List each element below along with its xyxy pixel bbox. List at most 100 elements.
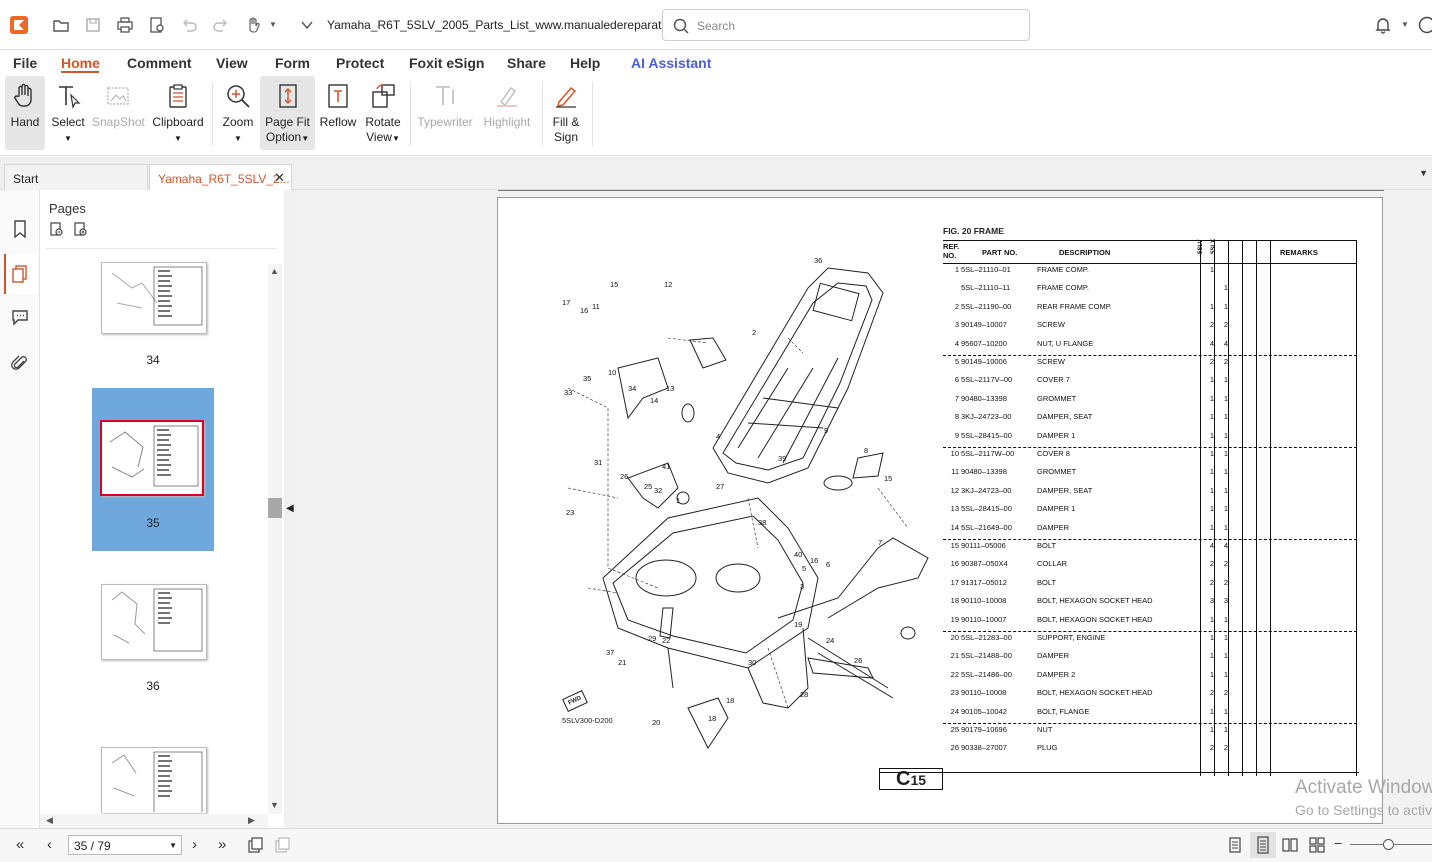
page-number-input[interactable]: 35 / 79 ▼: [68, 835, 182, 855]
diagram-callout: 11: [592, 302, 600, 311]
pen-sign-icon: [552, 82, 580, 110]
tab-start-label: Start: [13, 172, 39, 186]
scroll-up-icon[interactable]: ▲: [270, 266, 279, 276]
row-qty-5slx: 1: [1223, 467, 1228, 477]
search-input[interactable]: Search: [662, 9, 1030, 41]
left-navigation-rail: [0, 190, 40, 828]
row-qty-5slv: 2: [1209, 688, 1214, 698]
collapse-panel-icon[interactable]: ◀: [286, 503, 294, 514]
page-select-chevron-icon[interactable]: ▼: [169, 841, 177, 850]
print-icon[interactable]: [116, 16, 134, 34]
menu-protect[interactable]: Protect: [336, 55, 385, 71]
diagram-callout: 18: [708, 714, 717, 723]
row-qty-5slx: 1: [1223, 301, 1228, 311]
dropdown-arrow-icon[interactable]: [298, 16, 316, 34]
page-thumbnail-35[interactable]: [100, 420, 204, 496]
row-ref-no: 24: [950, 706, 959, 716]
bell-icon[interactable]: [1374, 16, 1392, 34]
hand-tool-button[interactable]: Hand: [5, 76, 45, 150]
page-zoom-out-icon[interactable]: [49, 222, 65, 243]
next-page-icon[interactable]: ›: [192, 836, 197, 853]
zoom-button[interactable]: Zoom▼: [218, 76, 258, 150]
row-ref-no: 6: [954, 375, 959, 385]
table-vrule: [1200, 240, 1201, 776]
fill-and-sign-button[interactable]: Fill &Sign: [546, 76, 586, 150]
scroll-right-icon[interactable]: ▶: [248, 815, 255, 825]
continuous-facing-view-icon[interactable]: [1308, 836, 1326, 859]
page-zoom-in-icon[interactable]: [73, 222, 89, 243]
snapshot-button[interactable]: SnapShot: [92, 76, 145, 150]
menu-foxit-esign[interactable]: Foxit eSign: [409, 55, 485, 71]
row-part-no: 90105–10042: [961, 706, 1007, 716]
zoom-slider-handle[interactable]: [1383, 839, 1394, 850]
notification-menu-chevron-icon[interactable]: ▼: [1401, 20, 1409, 29]
bookmark-icon[interactable]: [10, 219, 30, 239]
save-icon[interactable]: [84, 16, 102, 34]
menu-share[interactable]: Share: [507, 55, 546, 71]
row-qty-5slx: 2: [1223, 743, 1228, 753]
tab-document[interactable]: Yamaha_R6T_5SLV_2... ✕: [149, 164, 292, 190]
menu-comment[interactable]: Comment: [127, 55, 192, 71]
diagram-callout: 15: [884, 474, 893, 483]
last-page-icon[interactable]: »: [218, 836, 227, 853]
menu-home[interactable]: Home: [61, 55, 100, 71]
single-page-view-icon[interactable]: [1226, 836, 1244, 859]
zoom-out-icon[interactable]: −: [1334, 835, 1343, 851]
page-thumbnail-34[interactable]: [101, 262, 207, 334]
pages-panel-icon[interactable]: [10, 264, 30, 284]
row-part-no: 5SL–28415–00: [961, 430, 1012, 440]
menu-ai-assistant[interactable]: AI Assistant: [631, 55, 712, 71]
diagram-callout: 32: [654, 486, 663, 495]
open-folder-icon[interactable]: [52, 16, 70, 34]
diagram-callout: 2: [752, 328, 757, 337]
scroll-down-icon[interactable]: ▼: [270, 800, 279, 810]
panel-scroll-thumb[interactable]: [268, 498, 282, 518]
undo-icon[interactable]: [180, 16, 198, 34]
scan-icon[interactable]: [148, 16, 166, 34]
fit-width-icon[interactable]: [273, 836, 291, 859]
comments-icon[interactable]: [10, 307, 30, 327]
tab-start[interactable]: Start: [4, 164, 148, 190]
reflow-button[interactable]: Reflow: [318, 76, 358, 150]
row-ref-no: 5: [954, 357, 959, 366]
account-icon[interactable]: [1418, 16, 1432, 34]
attachment-icon[interactable]: [10, 354, 30, 374]
scroll-left-icon[interactable]: ◀: [46, 815, 53, 825]
highlight-button[interactable]: Highlight: [479, 76, 535, 150]
page-code-number: 15: [910, 772, 927, 788]
first-page-icon[interactable]: «: [16, 836, 25, 853]
panel-splitter[interactable]: ◀: [284, 190, 296, 828]
row-part-no: 5SL–28415–00: [961, 504, 1012, 514]
clipboard-button[interactable]: Clipboard▼: [151, 76, 205, 150]
fit-page-icon[interactable]: [246, 836, 264, 859]
row-qty-5slv: 1: [1209, 393, 1214, 403]
select-tool-button[interactable]: Select▼: [48, 76, 88, 150]
facing-view-icon[interactable]: [1281, 836, 1299, 859]
menu-view[interactable]: View: [216, 55, 248, 71]
typewriter-button[interactable]: Typewriter: [416, 76, 474, 150]
row-part-no: 90480–13398: [961, 467, 1007, 477]
menu-help[interactable]: Help: [570, 55, 601, 71]
previous-page-icon[interactable]: ‹: [47, 836, 52, 853]
page-thumbnail-36[interactable]: [101, 584, 207, 660]
hand-tool-quick-icon[interactable]: [244, 16, 262, 34]
row-part-no: 90111–05006: [961, 541, 1006, 550]
page-thumbnail-37[interactable]: [101, 747, 207, 815]
continuous-view-icon[interactable]: [1254, 836, 1272, 859]
redo-icon[interactable]: [212, 16, 230, 34]
tab-list-chevron-icon[interactable]: ▼: [1419, 168, 1428, 178]
panel-horizontal-scrollbar[interactable]: ◀ ▶: [40, 814, 268, 828]
chevron-down-icon[interactable]: ▼: [269, 20, 277, 29]
diagram-callout: 1: [676, 496, 681, 505]
close-tab-icon[interactable]: ✕: [274, 170, 285, 185]
panel-vertical-scrollbar[interactable]: ▲ ▼: [268, 264, 282, 814]
typewriter-label: Typewriter: [417, 115, 473, 129]
table-vrule: [1256, 240, 1257, 776]
menu-form[interactable]: Form: [275, 55, 310, 71]
menu-file[interactable]: File: [13, 55, 38, 71]
